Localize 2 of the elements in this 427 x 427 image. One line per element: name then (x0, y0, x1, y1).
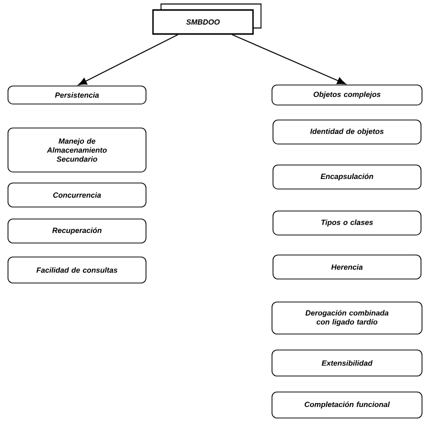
arrow (232, 34, 346, 84)
arrow (78, 34, 178, 86)
